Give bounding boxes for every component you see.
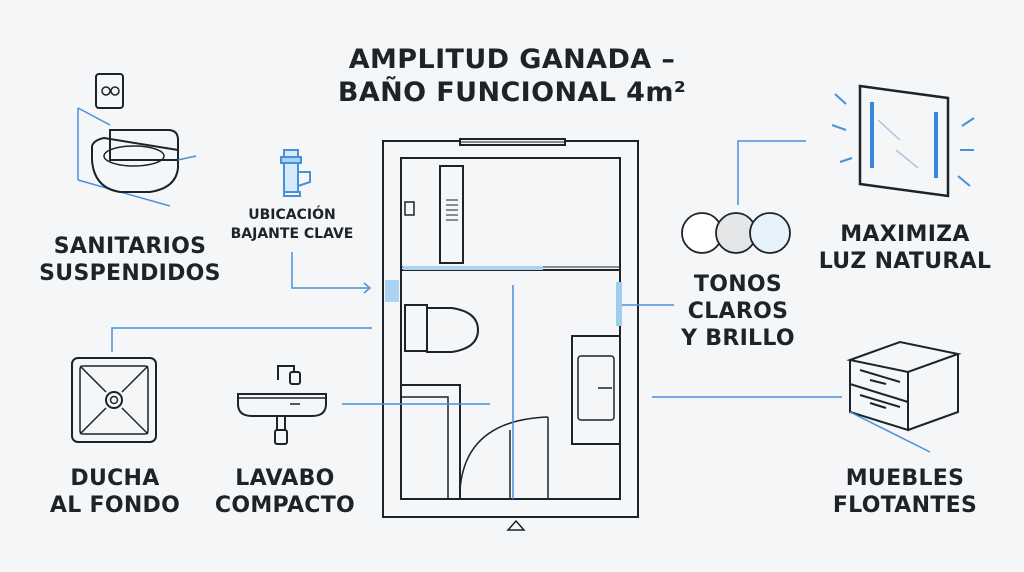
arrowhead-icon [363, 282, 372, 294]
tone-swatches [681, 212, 791, 254]
shower-tray-icon [71, 357, 157, 443]
callout-bajante: UBICACIÓN BAJANTE CLAVE [222, 206, 362, 244]
luz-line-2: LUZ NATURAL [818, 248, 992, 274]
callout-muebles: MUEBLES FLOTANTES [820, 466, 990, 520]
bajante-line-1: UBICACIÓN [248, 207, 336, 223]
title-line-1: AMPLITUD GANADA – [348, 44, 676, 75]
mirror-icon [831, 84, 975, 198]
callout-lavabo: LAVABO COMPACTO [200, 466, 370, 520]
swatch-blue [749, 212, 791, 254]
muebles-line-2: FLOTANTES [832, 492, 978, 518]
vanity-plan [571, 335, 621, 445]
drain-pipe-icon [280, 149, 311, 197]
lavabo-line-1: LAVABO [235, 466, 335, 491]
title-line-2: BAÑO FUNCIONAL 4m² [337, 76, 687, 108]
bajante-line-2: BAJANTE CLAVE [230, 225, 354, 242]
connector-ducha [111, 327, 372, 352]
ducha-line-1: DUCHA [70, 466, 160, 491]
ducha-line-2: AL FONDO [49, 492, 181, 518]
plan-highlights [385, 266, 622, 326]
connector-luz [737, 140, 806, 205]
tonos-line-1: TONOS [693, 272, 783, 297]
callout-luz: MAXIMIZA LUZ NATURAL [810, 222, 1000, 276]
shower-panel [439, 165, 464, 264]
connector-bajante [291, 252, 368, 289]
page-title: AMPLITUD GANADA – BAÑO FUNCIONAL 4m² [0, 44, 1024, 110]
connector-lines [111, 140, 842, 405]
floor-plan [382, 138, 639, 531]
callout-sanitarios: SANITARIOS SUSPENDIDOS [30, 234, 230, 288]
sanitarios-line-2: SUSPENDIDOS [39, 260, 221, 286]
callout-ducha: DUCHA AL FONDO [40, 466, 190, 520]
tonos-line-3: Y BRILLO [681, 325, 795, 351]
sanitarios-line-1: SANITARIOS [53, 234, 207, 259]
luz-line-1: MAXIMIZA [840, 222, 970, 247]
callout-tonos: TONOS CLAROS Y BRILLO [666, 272, 810, 352]
tonos-line-2: CLAROS [687, 298, 789, 324]
muebles-line-1: MUEBLES [845, 466, 965, 491]
floating-cabinet-icon [846, 340, 962, 453]
lavabo-line-2: COMPACTO [214, 492, 356, 518]
entry-arrow-icon [506, 519, 526, 531]
wc-plan [404, 304, 428, 352]
suspended-toilet-icon [77, 73, 197, 207]
door-swing [459, 416, 549, 491]
washbasin-icon [237, 365, 327, 445]
